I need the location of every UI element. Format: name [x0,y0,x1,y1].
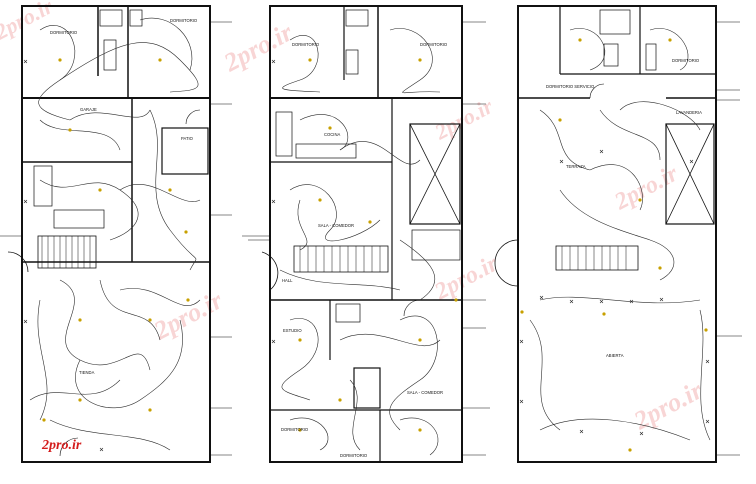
circuit-leaders [242,21,490,456]
patio-box [161,127,209,175]
room-label: DORMITORIO [672,58,700,63]
room-label: SALA - COMEDOR [407,390,443,395]
light-fixtures [42,58,190,422]
left-plan-labels: DORMITORIO DORMITORIO GARAJE PATIO TIEND… [50,18,198,375]
room-label: ABIERTA [606,353,624,358]
kitchen-counter [275,111,293,157]
room-label: DORMITORIO [50,30,78,35]
room-label: DORMITORIO SERVICIO [546,84,595,89]
wire-crossings [519,149,710,436]
room-label: COCINA [324,132,340,137]
kitchen-counter [295,143,357,159]
bath-fixture [603,43,619,67]
room-label: PATIO [181,136,194,141]
terrace-cross [665,123,715,225]
closet [353,367,381,409]
bath-fixture [599,9,631,35]
bath-fixture [103,39,117,71]
outer-wall [21,5,211,463]
kitchen-counter [53,209,105,229]
watermark-text: 2pro.ir [218,17,298,78]
room-label: HALL [282,278,293,283]
room-label: TERRAZA [566,164,586,169]
wire-crossings [23,59,104,452]
bath-fixture [99,9,123,27]
door-arc [403,299,421,317]
wiring-circuits [279,28,441,456]
bath-fixture [345,9,369,27]
circuit-leaders [0,21,232,456]
room-label: DORMITORIO [340,453,368,458]
terrace-box [665,123,715,225]
watermark-text: 2pro.ir [610,160,683,215]
kitchen-counter [33,165,53,207]
door-arc [589,83,605,99]
bath-fixture [645,43,657,71]
door-arc [494,239,519,287]
right-plan-labels: DORMITORIO DORMITORIO SERVICIO LAVANDERI… [546,58,702,358]
right-floor-plan [494,5,742,463]
entry-door-arc [7,251,29,273]
watermark-text: 2pro.ir [148,285,228,346]
room-label: SALA - COMEDOR [318,223,354,228]
stair [37,235,97,269]
wire-crossings [271,59,276,344]
bath-fixture [129,9,143,27]
bath-fixture [411,229,461,261]
site-logo: 2pro.ir [42,438,82,453]
door-arc [59,437,79,457]
wiring-circuits [29,17,201,451]
middle-floor-plan [242,5,490,463]
room-label: DORMITORIO [281,427,309,432]
room-label: DORMITORIO [170,18,198,23]
stair [555,245,639,271]
middle-plan-labels: DORMITORIO DORMITORIO COCINA SALA - COME… [281,42,448,458]
room-label: GARAJE [80,107,97,112]
circuit-leaders [716,21,742,456]
room-label: TIENDA [79,370,95,375]
room-label: DORMITORIO [420,42,448,47]
light-fixtures [520,38,708,452]
watermark-text: 2pro.ir [628,375,708,436]
bath-fixture [345,49,359,75]
stair [293,245,389,273]
room-label: DORMITORIO [292,42,320,47]
void-cross [409,123,461,225]
watermark-text: 2pro.ir [430,250,503,305]
door-arc [185,109,201,125]
watermark-text: 2pro.ir [430,93,498,145]
outer-wall [517,5,717,463]
room-label: ESTUDIO [283,328,302,333]
wiring-circuits [529,28,711,441]
outer-wall [269,5,463,463]
light-fixtures [298,58,458,432]
door-arc [261,251,279,291]
bath-fixture [335,303,361,323]
left-floor-plan [0,5,232,463]
room-label: LAVANDERIA [676,110,702,115]
void-box [409,123,461,225]
